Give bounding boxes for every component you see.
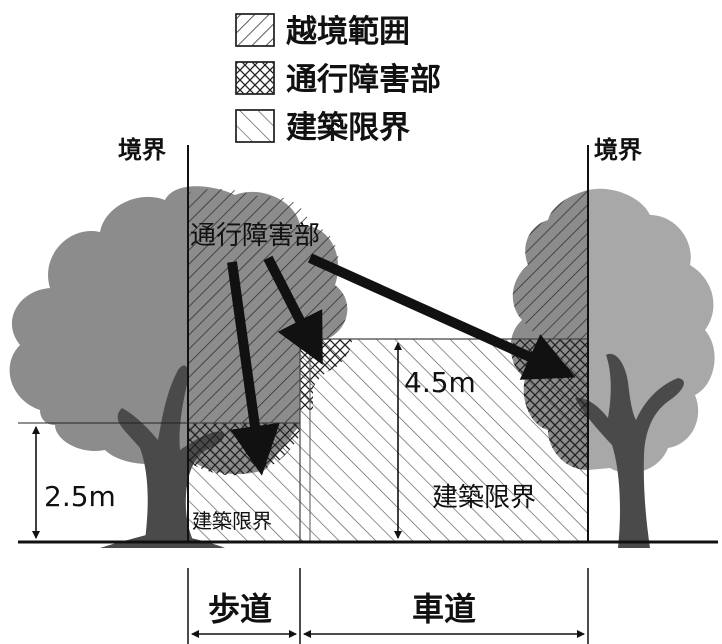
legend-item-obstruction: 通行障害部	[235, 61, 441, 98]
sidewalk-label: 歩道	[208, 590, 272, 628]
roadway-label: 車道	[412, 590, 476, 628]
obstruction-label: 通行障害部	[190, 221, 320, 251]
right-encroachment-zone	[512, 190, 588, 339]
height-2_5m-label: 2.5m	[44, 480, 116, 513]
arrow-to-sidewalk	[227, 261, 280, 476]
legend-item-clearance: 建築限界	[235, 109, 410, 146]
obstruction-arrows	[227, 253, 576, 476]
legend-item-encroachment: 越境範囲	[235, 13, 410, 50]
legend-swatch-cross-hatch	[235, 61, 275, 95]
arrow-to-right-tree	[307, 253, 576, 380]
legend-swatch-forward-hatch	[235, 109, 275, 143]
left-tree-trunk	[117, 365, 225, 545]
legend: 越境範囲 通行障害部 建築限界	[235, 13, 441, 146]
height-4_5m-label: 4.5m	[404, 366, 476, 399]
right-boundary-label: 境界	[594, 136, 642, 164]
left-boundary-label: 境界	[118, 136, 166, 164]
arrow-to-roadway-edge	[263, 255, 323, 365]
clearance-label-roadway: 建築限界	[432, 483, 536, 513]
legend-label-clearance: 建築限界	[286, 110, 410, 146]
legend-label-encroachment: 越境範囲	[286, 14, 410, 50]
clearance-label-sidewalk: 建築限界	[192, 509, 272, 533]
legend-label-obstruction: 通行障害部	[286, 62, 441, 98]
right-tree-trunk	[575, 353, 684, 548]
left-encroachment-zone	[188, 188, 348, 423]
